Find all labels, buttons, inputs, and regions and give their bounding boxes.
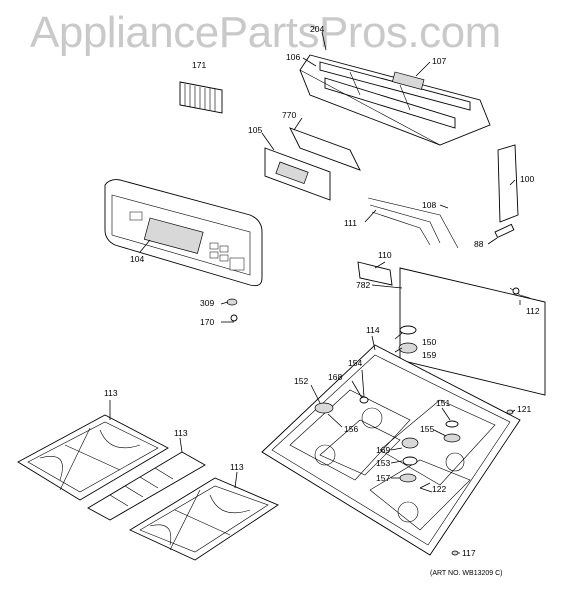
label-107: 107 — [432, 56, 446, 66]
side-trim-part — [497, 144, 519, 223]
watermark-logo: AppliancePartsPros.com — [30, 8, 501, 57]
clip-part — [494, 223, 515, 239]
wire-harness-part — [367, 197, 459, 249]
label-113-right: 113 — [230, 462, 244, 472]
label-113-left: 113 — [104, 388, 118, 398]
control-board-part — [264, 147, 331, 201]
label-117: 117 — [462, 548, 476, 558]
label-169: 169 — [376, 445, 390, 455]
label-168: 168 — [328, 372, 342, 382]
label-110: 110 — [378, 250, 392, 260]
label-113-center: 113 — [174, 428, 188, 438]
label-204: 204 — [310, 24, 324, 34]
label-150: 150 — [422, 337, 436, 347]
label-88: 88 — [474, 239, 484, 249]
label-112: 112 — [526, 306, 540, 316]
bracket-part — [289, 127, 361, 171]
label-309: 309 — [200, 298, 214, 308]
art-number: (ART NO. WB13209 C) — [430, 570, 503, 577]
label-782: 782 — [356, 280, 370, 290]
label-114: 114 — [366, 325, 380, 335]
label-770: 770 — [282, 110, 296, 120]
backguard-frame-part — [299, 54, 491, 146]
label-156: 156 — [344, 424, 358, 434]
igniter-module-part — [357, 261, 393, 286]
foot-part — [506, 409, 514, 415]
callout-labels: 204 106 107 171 770 105 100 108 111 104 … — [104, 24, 540, 577]
label-106: 106 — [286, 52, 300, 62]
label-159: 159 — [422, 350, 436, 360]
burner-caps-part — [314, 325, 461, 483]
label-100: 100 — [520, 174, 534, 184]
label-157: 157 — [376, 473, 390, 483]
leader-lines — [109, 31, 521, 554]
label-108: 108 — [422, 200, 436, 210]
grate-right-part — [129, 477, 279, 561]
screw-small-part — [451, 550, 459, 556]
label-104: 104 — [130, 254, 144, 264]
label-111: 111 — [344, 218, 357, 228]
label-105: 105 — [248, 125, 262, 135]
control-panel-part — [104, 179, 263, 287]
label-153: 153 — [376, 458, 390, 468]
grate-left-part — [17, 414, 169, 501]
label-155: 155 — [420, 424, 434, 434]
label-154: 154 — [348, 358, 362, 368]
label-151: 151 — [436, 398, 450, 408]
label-121: 121 — [517, 404, 531, 414]
grate-center-part — [87, 451, 206, 521]
label-152: 152 — [294, 376, 308, 386]
knob-part — [226, 298, 238, 306]
vent-grille-part — [179, 81, 223, 114]
label-170: 170 — [200, 317, 214, 327]
screw-part — [224, 314, 238, 323]
label-171: 171 — [192, 60, 206, 70]
pigtail-part — [509, 287, 531, 299]
label-122: 122 — [432, 484, 446, 494]
